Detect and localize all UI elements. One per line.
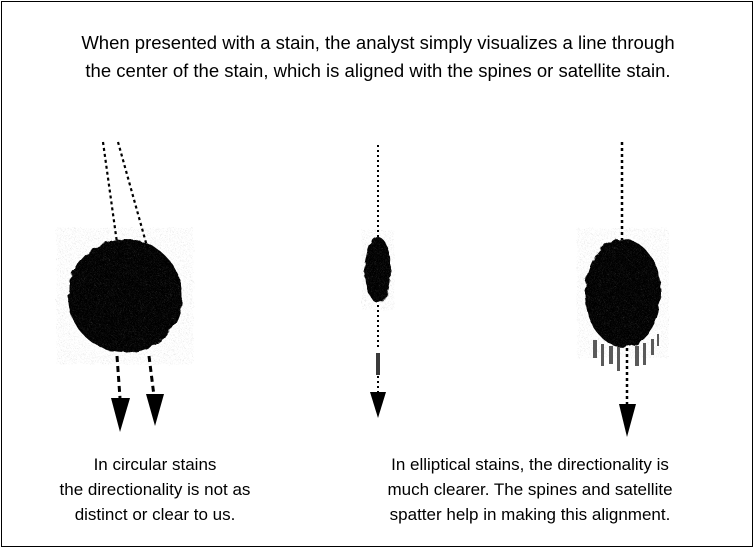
guide-line-left-a [103,142,118,250]
caption-right-line-1: In elliptical stains, the directionality… [330,452,730,477]
guide-line-left-b-lower [149,356,154,396]
caption-circular: In circular stains the directionality is… [20,452,290,527]
arrowhead-left-a [111,398,130,432]
caption-left-line-3: distinct or clear to us. [20,502,290,527]
circular-stain-group [68,142,182,432]
caption-left-line-1: In circular stains [20,452,290,477]
elliptical-stain-group [365,145,391,418]
spined-stain [585,239,661,347]
satellite-spatter-middle [376,353,380,375]
guide-line-left-b [118,142,148,250]
caption-right-line-3: spatter help in making this alignment. [330,502,730,527]
caption-right-line-2: much clearer. The spines and satellite [330,477,730,502]
arrowhead-right [619,404,636,437]
spined-stain-group [585,142,661,437]
caption-left-line-2: the directionality is not as [20,477,290,502]
caption-elliptical: In elliptical stains, the directionality… [330,452,730,527]
circular-stain [68,239,182,353]
guide-line-left-a-lower [117,356,120,398]
elliptical-stain [365,237,391,303]
arrowhead-left-b [146,394,164,426]
arrowhead-middle [370,392,386,418]
